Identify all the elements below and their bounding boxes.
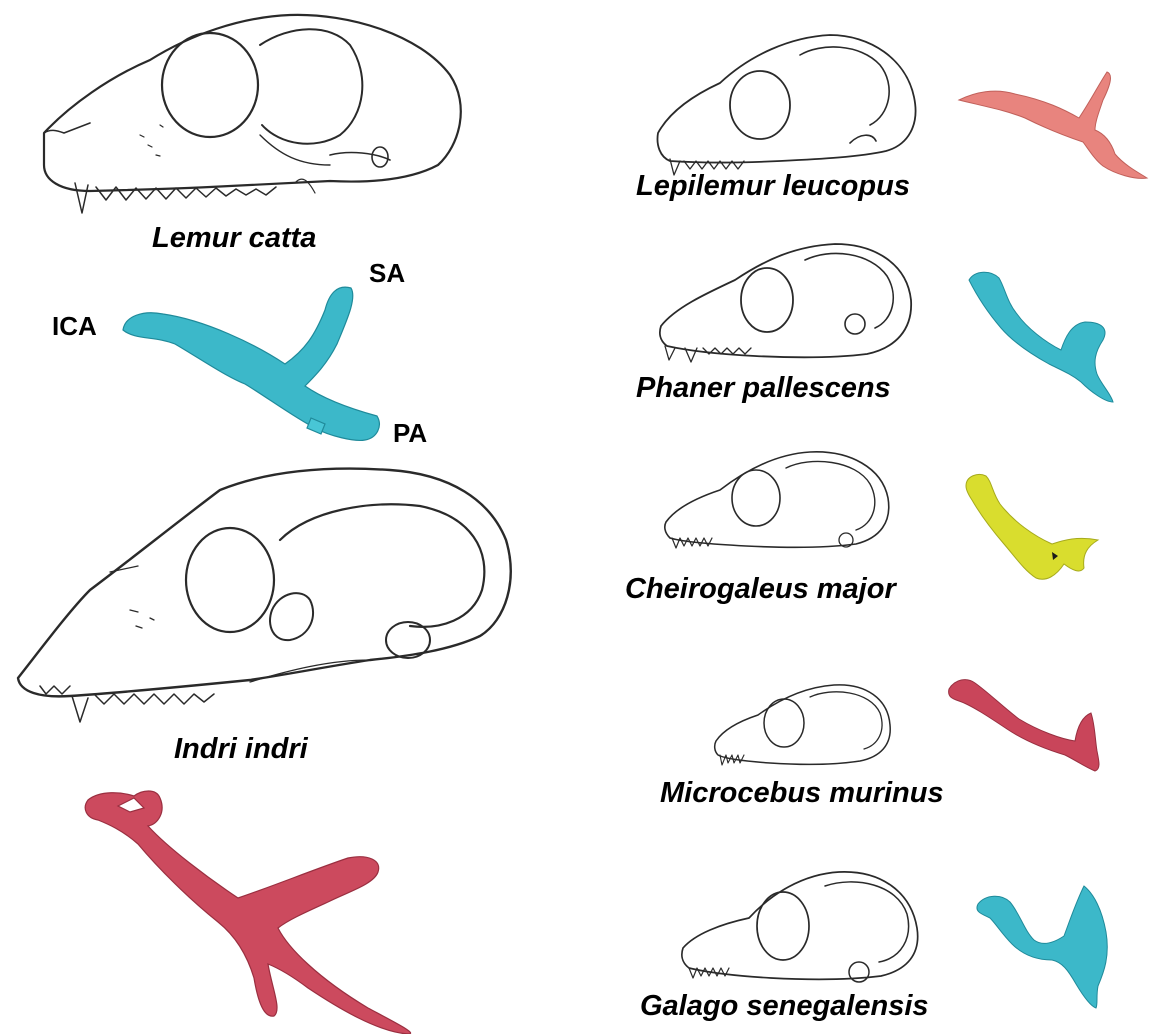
pa-label: PA: [393, 418, 427, 449]
cheirogaleus-major-label: Cheirogaleus major: [625, 573, 896, 606]
artery-shape: [959, 72, 1147, 178]
ica-label: ICA: [52, 311, 97, 342]
lepilemur-leucopus-label: Lepilemur leucopus: [636, 170, 910, 203]
microcebus-murinus-artery: [945, 675, 1105, 775]
cheirogaleus-major-artery: [960, 470, 1105, 585]
artery-shape: [969, 272, 1113, 402]
indri-indri-skull: [10, 460, 520, 730]
artery-shape: [123, 287, 379, 440]
artery-shape: [977, 886, 1107, 1008]
sa-label: SA: [369, 258, 405, 289]
lemur-catta-artery: [115, 280, 390, 455]
lemur-catta-label: Lemur catta: [152, 222, 316, 255]
galago-senegalensis-artery: [972, 880, 1122, 1010]
lepilemur-leucopus-skull: [650, 15, 930, 170]
artery-shape: [949, 680, 1099, 771]
lemur-catta-skull: [30, 5, 470, 230]
galago-senegalensis-label: Galago senegalensis: [640, 990, 929, 1023]
phaner-pallescens-skull: [655, 230, 920, 370]
lepilemur-leucopus-artery: [955, 70, 1151, 185]
indri-indri-label: Indri indri: [174, 733, 308, 766]
galago-senegalensis-skull: [675, 860, 925, 990]
indri-indri-artery: [78, 788, 418, 1034]
microcebus-murinus-skull: [710, 675, 900, 775]
cheirogaleus-major-skull: [660, 440, 905, 560]
artery-shape: [966, 474, 1098, 579]
microcebus-murinus-label: Microcebus murinus: [660, 777, 944, 810]
phaner-pallescens-artery: [965, 270, 1120, 405]
phaner-pallescens-label: Phaner pallescens: [636, 372, 891, 405]
